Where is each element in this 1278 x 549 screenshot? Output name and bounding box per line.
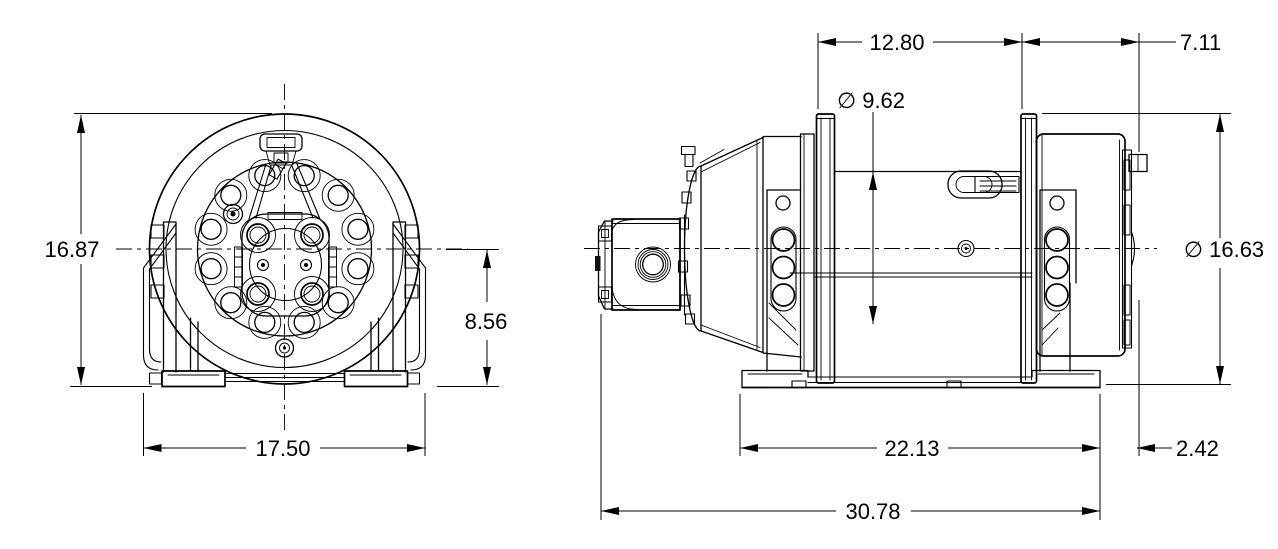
tie-plate-left — [799, 133, 815, 372]
dim-end-housing-length-value: 7.11 — [1180, 30, 1221, 55]
dim-flange-diameter: ∅ 16.63 — [1042, 113, 1264, 385]
dim-end-housing-length: 7.11 — [1022, 30, 1221, 456]
dim-centerline-height-value: 8.56 — [465, 309, 508, 334]
bolt-ring — [194, 159, 375, 339]
dim-barrel-diameter: ∅ 9.62 — [837, 88, 905, 324]
front-view — [142, 113, 427, 388]
side-left-bracket — [766, 189, 802, 372]
front-right-bracket — [392, 221, 427, 385]
drum-flange-rim-circle — [165, 129, 404, 369]
gear-housing-face-circle — [196, 161, 373, 337]
support-legs — [189, 317, 380, 372]
side-base — [741, 369, 1101, 389]
tensioner-arm — [248, 163, 321, 220]
drain-plug — [274, 338, 295, 358]
dim-base-length: 22.13 — [739, 394, 1101, 520]
dim-overall-height-value: 16.87 — [44, 237, 99, 262]
dimensions: 16.87 8.56 17.50 12.80 7.11 — [44, 30, 1264, 524]
dim-end-overhang-value: 2.42 — [1176, 436, 1219, 461]
hydraulic-port — [635, 246, 671, 283]
front-left-bracket — [142, 221, 177, 385]
dim-end-overhang: 2.42 — [1137, 436, 1219, 461]
dim-base-width-value: 17.50 — [255, 436, 310, 461]
motor-shaft-tab — [595, 256, 601, 271]
dim-drum-length: 12.80 — [817, 30, 1023, 109]
dim-overall-length: 30.78 — [600, 314, 1100, 524]
dim-barrel-diameter-value: ∅ 9.62 — [837, 88, 905, 113]
dim-centerline-height: 8.56 — [437, 249, 508, 387]
dim-overall-length-value: 30.78 — [845, 499, 900, 524]
drum-flange-outer-circle — [148, 113, 421, 385]
dim-base-width: 17.50 — [143, 393, 426, 461]
side-view — [595, 113, 1148, 389]
brake-bell-housing — [677, 135, 802, 358]
cable-anchor — [947, 170, 1020, 199]
dim-flange-diameter-value: ∅ 16.63 — [1184, 237, 1264, 262]
dim-overall-height: 16.87 — [44, 113, 272, 387]
tensioner-bracket — [248, 133, 321, 220]
hydraulic-motor — [595, 214, 686, 316]
dim-drum-length-value: 12.80 — [869, 30, 924, 55]
center-hub — [234, 212, 337, 317]
side-right-bracket — [1039, 189, 1077, 372]
front-base — [161, 370, 409, 388]
brake-cover-face — [1121, 149, 1148, 349]
drum-set-screw — [957, 239, 975, 258]
end-housing — [1035, 133, 1126, 357]
vent-plug — [222, 203, 244, 225]
fill-plug-bolt — [680, 145, 696, 156]
dim-base-length-value: 22.13 — [884, 436, 939, 461]
